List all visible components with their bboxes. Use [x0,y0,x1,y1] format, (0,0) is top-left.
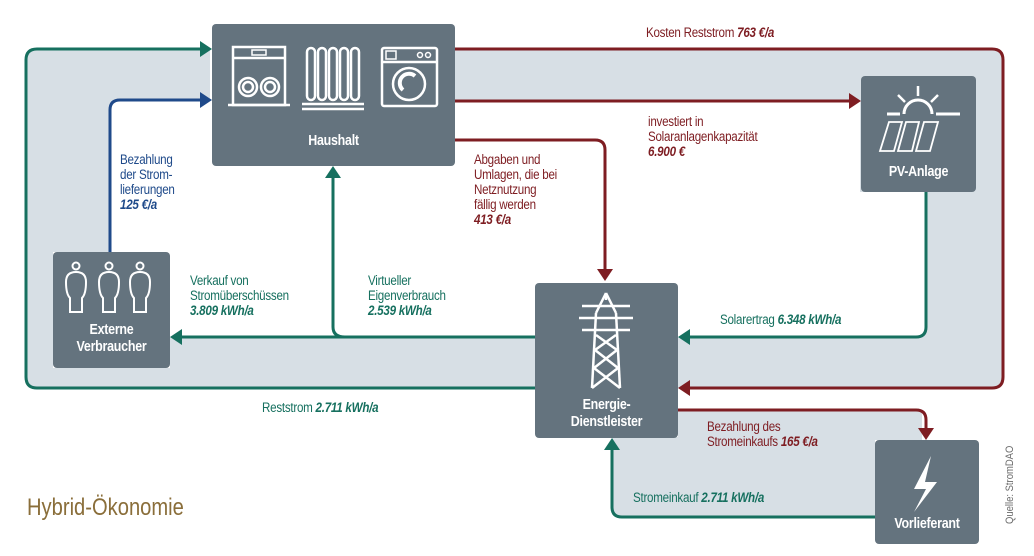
people-icon [64,261,152,313]
flow-text-line2: der Strom- [120,167,173,182]
band-left [26,49,535,388]
flow-bezahlung-strom-line [108,98,202,252]
dishwasher-icon [228,45,290,107]
flow-kosten-reststrom-line [455,47,1005,390]
flow-text-line2: Stromeinkaufs [707,434,778,449]
flow-virtueller-line [331,178,346,339]
flow-text: Kosten Reststrom [646,25,735,40]
flow-text-line4: fällig werden [474,197,536,212]
energie-dienstleister-label-line1: Energie- [582,397,631,413]
flow-kosten-reststrom-label: Kosten Reststrom 763 €/a [646,25,774,40]
flow-bezahlung-strom-label: Bezahlung der Strom- lieferungen 125 €/a [120,152,175,212]
flow-text-line2: Solaranlagenkapazität [648,129,758,144]
arrow-head [200,41,212,57]
arrow-head [918,428,934,440]
flow-value: 125 €/a [120,197,157,212]
externe-verbraucher-label-line2: Verbraucher [76,339,147,355]
flow-text-line1: Bezahlung [120,152,173,167]
flow-stromeinkauf-line [610,450,875,519]
energie-dienstleister-label: Energie- Dienstleister [545,397,668,431]
diagram-title: Hybrid-Ökonomie [27,494,184,521]
vorlieferant-label: Vorlieferant [894,516,960,532]
flow-value: 2.711 kWh/a [701,490,765,505]
source-credit: Quelle: StromDAO [1004,445,1016,524]
flow-stromeinkauf-label: Stromeinkauf 2.711 kWh/a [633,490,764,505]
flow-value: 3.809 kWh/a [190,303,254,318]
pv-anlage-label: PV-Anlage [888,164,949,180]
flow-value: 6.900 € [648,144,685,159]
lightning-icon [914,456,937,512]
arrow-head [200,92,212,108]
flow-virtueller-label: Virtueller Eigenverbrauch 2.539 kWh/a [368,273,446,318]
washing-machine-icon [380,46,439,108]
flow-text: Solarertrag [720,312,775,327]
solar-panel-sun-icon [878,86,960,152]
flow-solarertrag-line [690,192,928,339]
arrow-head [604,438,620,450]
flow-reststrom-line [24,47,535,390]
arrow-head [597,269,613,281]
flow-text-line1: investiert in [648,114,704,129]
flow-text-line1: Virtueller [368,273,412,288]
arrow-head [678,329,690,345]
flow-verkauf-label: Verkauf von Stromüberschüssen 3.809 kWh/… [190,273,289,318]
flow-solarertrag-label: Solarertrag 6.348 kWh/a [720,312,841,327]
flow-text: Reststrom [262,400,313,415]
arrow-head [325,166,341,178]
flow-reststrom-label: Reststrom 2.711 kWh/a [262,400,379,415]
flow-value: 2.539 kWh/a [368,303,432,318]
node-pv-anlage [861,76,976,192]
flow-text-line1: Abgaben und [474,152,541,167]
flow-value: 6.348 kWh/a [777,312,842,327]
node-externe-verbraucher [53,252,170,368]
flow-value: 763 €/a [737,25,775,40]
radiator-icon [302,46,364,111]
flow-text-line3: Netznutzung [474,182,537,197]
flow-bezahlung-einkauf-line [678,408,928,428]
background-bands [26,49,1003,517]
flow-text-line1: Bezahlung des [707,419,781,434]
externe-verbraucher-label: Externe Verbraucher [61,322,162,356]
flow-investiert-label: investiert in Solaranlagenkapazität 6.90… [648,114,758,159]
flow-text-line1: Verkauf von [190,273,249,288]
band-bottom [612,410,922,517]
flow-abgaben-label: Abgaben und Umlagen, die bei Netznutzung… [474,152,557,227]
flow-abgaben-line [455,138,607,270]
flow-value: 165 €/a [780,434,818,449]
arrow-head [678,380,690,396]
externe-verbraucher-label-line1: Externe [89,322,134,338]
energie-dienstleister-label-line2: Dienstleister [570,414,643,430]
flow-text-line2: Stromüberschüssen [190,288,289,303]
flow-text-line2: Umlagen, die bei [474,167,558,182]
power-pylon-icon [579,292,633,389]
flow-text-line3: lieferungen [120,182,175,197]
flow-value: 413 €/a [474,212,511,227]
arrow-head [170,329,182,345]
flow-value: 2.711 kWh/a [315,400,379,415]
flow-text: Stromeinkauf [633,490,699,505]
arrow-head [849,93,861,109]
haushalt-label: Haushalt [308,133,359,149]
flow-text-line2: Eigenverbrauch [368,288,446,303]
flow-bezahlung-einkauf-label: Bezahlung des Stromeinkaufs 165 €/a [707,419,818,449]
